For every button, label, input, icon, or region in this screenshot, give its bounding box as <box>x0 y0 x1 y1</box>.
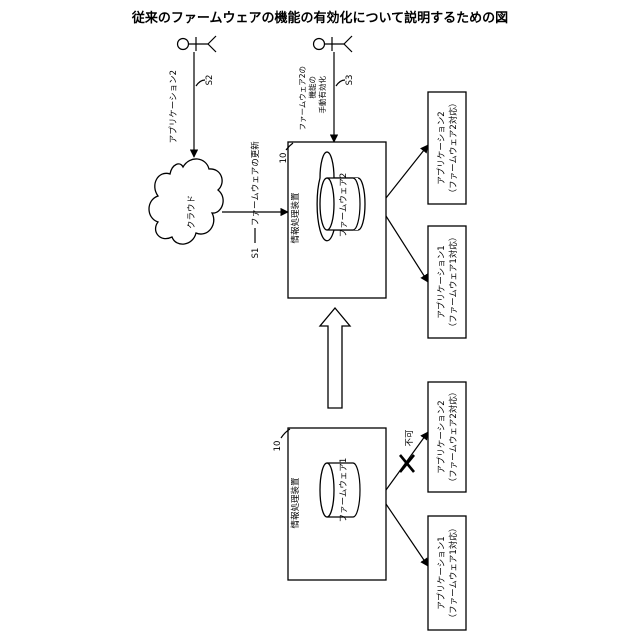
cloud-label: クラウド <box>187 195 197 229</box>
app2-box-upper-line2: （ファームウェア2対応） <box>448 99 459 198</box>
app1-box-lower <box>428 516 466 630</box>
app2-box-upper-line1: アプリケーション2 <box>437 111 447 184</box>
app1-box-upper-line2: （ファームウェア1対応） <box>448 233 459 332</box>
arrow-to-app1-upper <box>386 216 428 282</box>
s3-leader <box>336 80 345 86</box>
arrow-to-app1-lower <box>386 504 428 566</box>
app2-box-upper <box>428 92 466 204</box>
not-allowed-label: 不可 <box>405 429 415 447</box>
s3-label: S3 <box>345 75 355 86</box>
device-label-upper: 情報処理装置 <box>290 192 301 244</box>
figure-title: 従来のファームウェアの機能の有効化について説明するための図 <box>131 10 508 26</box>
device-ref-lower: 10 <box>273 441 283 452</box>
device-ref-upper: 10 <box>279 153 289 164</box>
firmware-label-upper: ファームウェア2 <box>339 173 349 238</box>
actor-app2-icon <box>178 36 217 52</box>
app1-box-lower-line1: アプリケーション1 <box>437 536 447 609</box>
s2-label: S2 <box>205 75 215 86</box>
transition-arrow <box>320 308 350 408</box>
app1-box-upper <box>428 226 466 338</box>
app2-box-lower <box>428 382 466 492</box>
manual-enable-label-line1: ファームウェア2の <box>298 66 307 131</box>
arrow-to-app2-upper <box>386 145 428 198</box>
s1-label: S1 <box>251 248 261 259</box>
manual-enable-label-line3: 手動有効化 <box>317 76 327 114</box>
app1-box-lower-line2: （ファームウェア1対応） <box>448 524 459 623</box>
blocked-x-icon <box>400 455 414 472</box>
actor-manual-icon <box>314 36 353 52</box>
app2-actor-label: アプリケーション2 <box>169 70 179 143</box>
firmware-label-lower: ファームウェア1 <box>339 458 349 523</box>
manual-enable-label-line2: 機能の <box>307 76 317 99</box>
app1-box-upper-line1: アプリケーション1 <box>437 245 447 318</box>
app2-box-lower-line1: アプリケーション2 <box>437 400 447 473</box>
s2-leader <box>196 80 205 86</box>
firmware-update-label: ファームウェアの更新 <box>250 141 261 226</box>
device-label-lower: 情報処理装置 <box>290 477 301 529</box>
app2-box-lower-line2: （ファームウェア2対応） <box>448 388 459 487</box>
